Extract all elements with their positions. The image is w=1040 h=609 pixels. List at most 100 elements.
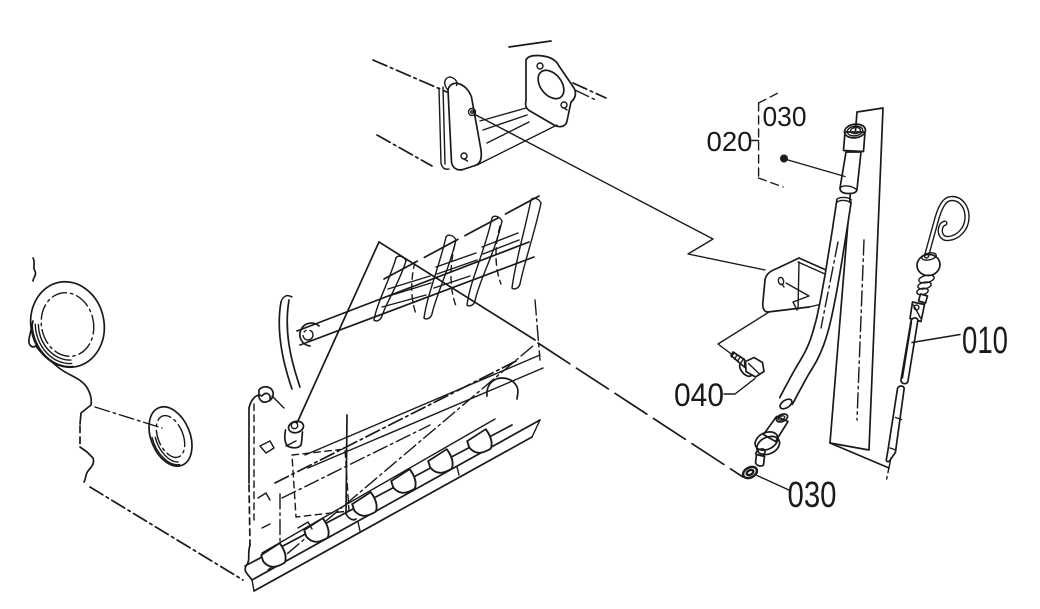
drawing-stroke	[537, 342, 744, 478]
drawing-stroke	[381, 294, 427, 308]
tube-joint	[754, 413, 789, 467]
drawing-stroke	[445, 234, 457, 241]
drawing-stroke	[723, 377, 756, 395]
dipstick-centerline	[856, 239, 865, 421]
drawing-stroke	[274, 359, 519, 484]
drawing-stroke	[390, 468, 417, 494]
mount-bolt	[730, 351, 765, 378]
drawing-stroke	[534, 299, 541, 361]
drawing-stroke	[747, 362, 760, 375]
drawing-stroke	[283, 429, 304, 449]
flywheel-housing-bore	[29, 280, 106, 369]
drawing-stroke	[777, 415, 786, 421]
drawing-stroke	[442, 86, 446, 165]
drawing-stroke	[373, 315, 383, 322]
drawing-stroke	[261, 418, 496, 554]
drawing-stroke	[762, 415, 789, 443]
drawing-stroke	[373, 257, 397, 321]
drawing-stroke	[778, 199, 838, 399]
drawing-stroke	[470, 110, 474, 114]
drawing-stroke	[35, 345, 93, 425]
drawing-stroke	[463, 158, 469, 162]
drawing-stroke	[889, 447, 897, 451]
drawing-stroke	[372, 59, 448, 93]
drawing-stroke	[388, 282, 432, 297]
drawing-stroke	[251, 579, 255, 592]
drawing-stroke	[563, 107, 568, 111]
drawing-stroke	[285, 440, 297, 447]
drawing-stroke	[921, 252, 937, 261]
drawing-stroke	[447, 82, 483, 171]
drawing-stroke	[345, 513, 357, 521]
drawing-stroke	[290, 421, 299, 430]
drawing-stroke	[836, 196, 853, 201]
drawing-stroke	[383, 195, 540, 280]
part-label-030-top: 030	[763, 101, 807, 132]
drawing-stroke	[297, 521, 313, 530]
drawing-stroke	[495, 225, 502, 285]
engine-block-drawing	[28, 195, 544, 592]
drawing-stroke	[278, 301, 293, 390]
drawing-stroke	[271, 395, 285, 409]
drawing-stroke	[436, 259, 478, 275]
drawing-stroke	[757, 177, 784, 188]
drawing-stroke	[761, 257, 810, 313]
drawing-stroke	[849, 126, 862, 135]
drawing-stroke	[756, 474, 791, 492]
drawing-stroke	[798, 257, 827, 271]
drawing-stroke	[376, 134, 433, 167]
drawing-stroke	[357, 521, 361, 532]
drawing-stroke	[155, 414, 186, 459]
drawing-stroke	[296, 241, 380, 424]
drawing-stroke	[846, 125, 864, 137]
drawing-stroke	[281, 424, 431, 499]
drawing-stroke	[151, 436, 181, 466]
drawing-stroke	[280, 294, 293, 303]
drawing-stroke	[757, 90, 782, 104]
drawing-stroke	[524, 54, 577, 128]
dipstick	[885, 195, 970, 483]
drawing-stroke	[248, 484, 251, 546]
drawing-stroke	[481, 232, 519, 248]
drawing-stroke	[381, 260, 407, 317]
oil-filler-tube	[778, 123, 867, 410]
drawing-stroke	[474, 220, 503, 302]
drawing-stroke	[89, 486, 244, 581]
drawing-stroke	[745, 468, 755, 477]
drawing-stroke	[37, 323, 72, 361]
drawing-stroke	[440, 162, 450, 170]
drawing-stroke	[259, 440, 275, 454]
drawing-stroke	[456, 466, 460, 476]
drawing-stroke	[829, 107, 884, 451]
mount-bracket	[438, 54, 577, 171]
drawing-stroke	[378, 241, 536, 341]
drawing-stroke	[791, 201, 852, 406]
drawing-stroke	[797, 261, 800, 310]
drawing-stroke	[257, 386, 275, 403]
drawing-stroke	[508, 40, 552, 48]
drawing-stroke	[244, 424, 513, 567]
drawing-stroke	[486, 121, 530, 144]
drawing-stroke	[913, 304, 920, 311]
drawing-stroke	[302, 329, 314, 341]
drawing-stroke	[839, 151, 862, 195]
drawing-stroke	[754, 431, 779, 451]
drawing-stroke	[257, 492, 271, 501]
drawing-stroke	[733, 354, 738, 360]
drawing-stroke	[779, 398, 793, 410]
drawing-stroke	[260, 542, 287, 568]
pointer-lines	[296, 241, 744, 478]
drawing-stroke	[839, 185, 858, 191]
drawing-stroke	[79, 446, 95, 483]
phantom-machine-outline	[372, 40, 607, 167]
drawing-stroke	[531, 419, 541, 438]
drawing-stroke	[781, 283, 785, 288]
part-label-030-bottom: 030	[788, 474, 837, 515]
drawing-stroke	[473, 113, 766, 271]
drawing-stroke	[744, 356, 765, 378]
drawing-stroke	[148, 405, 193, 468]
drawing-stroke	[741, 465, 759, 480]
drawing-stroke	[287, 420, 305, 434]
alignment-lines	[473, 113, 770, 357]
